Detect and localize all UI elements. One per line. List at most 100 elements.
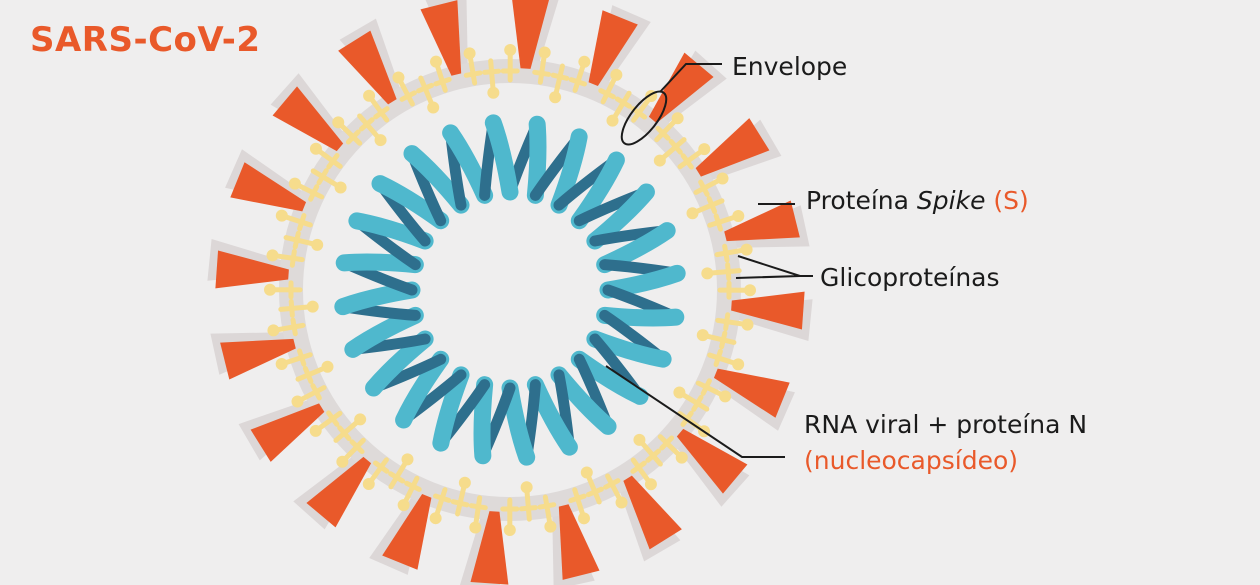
glycoprotein-knob	[686, 207, 699, 220]
glycoprotein-knob	[334, 181, 347, 194]
glycoprotein-knob	[644, 478, 657, 491]
glycoprotein-label: Glicoproteínas	[820, 263, 1000, 292]
spike-protein	[558, 504, 600, 580]
glycoprotein-bar	[655, 125, 671, 141]
spike-protein	[695, 118, 770, 177]
glycoprotein-knob	[577, 512, 590, 525]
glycoprotein-bar	[404, 480, 422, 492]
spike-protein-label: Proteína Spike (S)	[806, 186, 1029, 215]
glycoprotein-knob	[332, 116, 345, 129]
spike-protein	[215, 250, 289, 289]
glycoprotein-knob	[696, 329, 709, 342]
glycoprotein-knob	[275, 357, 288, 370]
glycoprotein-bar	[372, 460, 390, 474]
rna-ribbon-front	[334, 281, 421, 316]
spike-protein	[338, 30, 397, 105]
rna-label-line2: (nucleocapsídeo)	[804, 446, 1019, 475]
spike-protein	[724, 200, 800, 242]
glycoprotein-knob	[578, 55, 591, 68]
glycoprotein-knob	[288, 177, 301, 190]
glycoprotein-bar	[537, 502, 557, 510]
glycoprotein-bar	[359, 117, 375, 132]
glycoprotein-bar	[719, 330, 728, 350]
glycoprotein-knob	[538, 46, 551, 59]
spike-protein	[272, 86, 344, 152]
glycoprotein-bar	[598, 88, 616, 100]
glycoprotein-bar	[297, 212, 307, 232]
spike-label-suffix: (S)	[985, 186, 1029, 215]
glycoprotein-bar	[550, 72, 570, 81]
glycoprotein-knob	[716, 172, 729, 185]
glycoprotein-knob	[504, 44, 517, 57]
glycoprotein-knob	[362, 478, 375, 491]
spike-protein	[306, 456, 372, 528]
glycoprotein-bar	[691, 394, 704, 412]
glycoprotein-knob	[321, 360, 334, 373]
spike-protein	[382, 493, 432, 570]
glycoprotein-bar	[630, 106, 648, 120]
glycoprotein-knob	[487, 86, 500, 99]
glycoprotein-knob	[311, 238, 324, 251]
rna-ribbon-front	[501, 379, 536, 466]
glycoprotein-bar	[399, 90, 417, 102]
glycoprotein-knob	[610, 68, 623, 81]
glycoprotein-bar	[450, 499, 470, 508]
glycoprotein-knob	[374, 134, 387, 147]
glycoprotein-bar	[645, 448, 661, 463]
glycoprotein-knob	[264, 283, 277, 296]
glycoprotein-bar	[468, 503, 488, 511]
glycoprotein-bar	[568, 493, 587, 503]
glycoprotein-knob	[363, 89, 376, 102]
envelope-leader-line	[659, 63, 722, 93]
glycoprotein-bar	[433, 77, 452, 87]
envelope-callout-ellipse	[620, 90, 668, 146]
glycoprotein-bar	[532, 69, 552, 77]
glycoprotein-bar	[308, 184, 320, 202]
spike-protein	[731, 291, 805, 330]
glycoprotein-bar	[416, 82, 435, 94]
glycoprotein-knob	[701, 267, 714, 280]
glycoprotein-bar	[680, 410, 694, 428]
glycoprotein-bar	[482, 68, 502, 75]
glycoprotein-bar	[698, 179, 710, 197]
glycoprotein-bar	[288, 298, 295, 318]
glycoprotein-knob	[633, 433, 646, 446]
glycoprotein-bar	[388, 471, 406, 484]
glycoprotein-bar	[518, 505, 538, 512]
glycoprotein-bar	[373, 106, 390, 120]
glycoprotein-knob	[673, 386, 686, 399]
glycoprotein-knob	[606, 114, 619, 127]
glycoprotein-knob	[275, 209, 288, 222]
glycoprotein-knob	[549, 91, 562, 104]
spike-protein	[588, 10, 638, 87]
glycoprotein-knob	[503, 523, 516, 536]
glycoprotein-bar	[680, 153, 694, 170]
rna-label-line1: RNA viral + proteína N	[804, 410, 1088, 439]
glycoprotein-knob	[309, 424, 322, 437]
spike-protein	[676, 428, 748, 494]
glycoprotein-bar	[630, 460, 647, 474]
leader-lines	[605, 63, 813, 458]
glycoprotein-knob	[430, 55, 443, 68]
glycoprotein-bar	[290, 317, 298, 337]
glycoprotein-knob	[719, 390, 732, 403]
spike-label-italic: Spike	[916, 186, 986, 215]
glycoprotein-knob	[392, 71, 405, 84]
glycoprotein-bar	[700, 378, 712, 396]
glycoprotein-bar	[302, 365, 314, 384]
glycoprotein-knob	[427, 101, 440, 114]
glycoprotein-knob	[336, 455, 349, 468]
glycoprotein-bar	[337, 425, 352, 441]
glycoprotein-knob	[291, 395, 304, 408]
spike-protein	[420, 0, 462, 76]
glycoprotein-knob	[740, 243, 753, 256]
glycoprotein-bar	[345, 129, 361, 145]
glycoprotein-bar	[723, 312, 731, 332]
glycoprotein-knob	[397, 499, 410, 512]
glycoprotein-bar	[463, 70, 483, 78]
spike-protein	[220, 338, 296, 380]
glycoprotein-bar	[289, 248, 297, 268]
glycoprotein-bar	[292, 230, 301, 250]
glycoprotein-bar	[432, 493, 452, 503]
